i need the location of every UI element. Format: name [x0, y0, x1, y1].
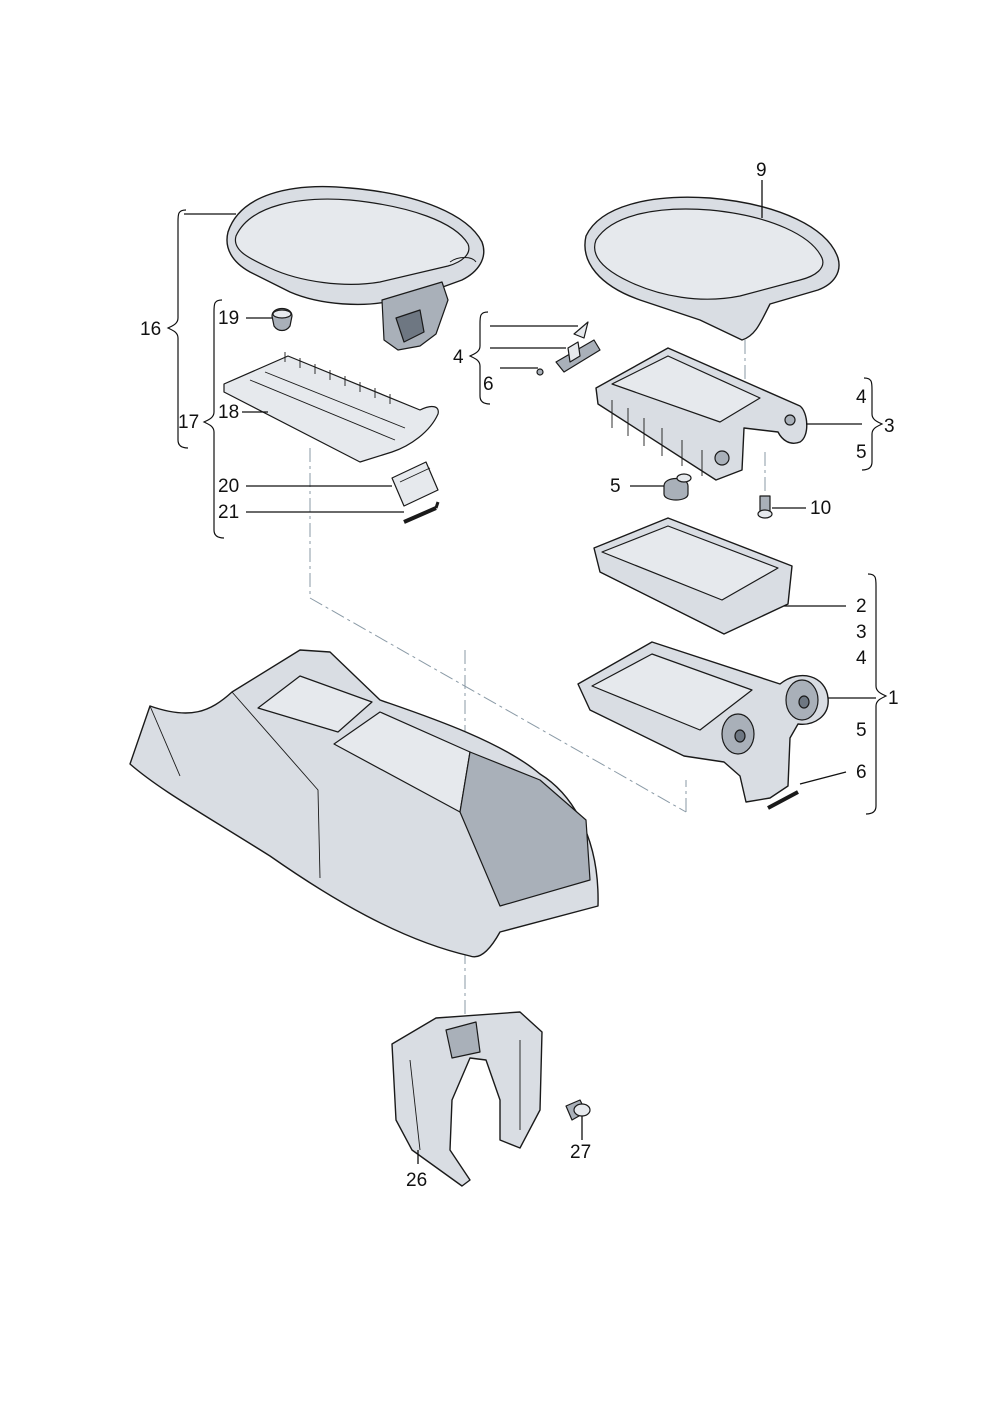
- label-20: 20: [218, 476, 239, 497]
- part-5-pin: [663, 473, 692, 501]
- label-6-base: 6: [856, 762, 867, 783]
- label-3-frame: 3: [884, 416, 895, 437]
- part-2-storage-tray: [593, 517, 793, 635]
- label-4-upper: 4: [453, 347, 464, 368]
- label-4-frame: 4: [856, 387, 867, 408]
- center-console: [129, 649, 599, 958]
- label-26: 26: [406, 1170, 427, 1191]
- label-1: 1: [888, 688, 899, 709]
- label-5-base: 5: [856, 720, 867, 741]
- part-1-armrest-base: [577, 641, 829, 803]
- label-6-upper: 6: [483, 374, 494, 395]
- label-16: 16: [140, 319, 161, 340]
- label-18: 18: [218, 402, 239, 423]
- part-6-wire-lower: [767, 790, 799, 810]
- label-9: 9: [756, 160, 767, 181]
- label-27: 27: [570, 1142, 591, 1163]
- label-19: 19: [218, 308, 239, 329]
- grouping-brackets: [166, 209, 888, 815]
- part-19-knob: [271, 307, 293, 332]
- part-26-bracket: [391, 1011, 543, 1187]
- part-16-armrest-upper: [226, 185, 485, 351]
- part-9-armrest-lid: [584, 196, 840, 341]
- part-18-cover-strip: [223, 352, 439, 463]
- part-27-screw: [565, 1099, 591, 1121]
- part-3-hinge-frame: [595, 347, 808, 481]
- label-4-base: 4: [856, 648, 867, 669]
- label-2: 2: [856, 596, 867, 617]
- label-5-pin: 5: [610, 476, 621, 497]
- part-number-labels: 9 16 17 19 18 20 21 4 6 4 3 5 5 10 2 3 4…: [140, 160, 899, 1191]
- label-10: 10: [810, 498, 831, 519]
- part-10-screw: [757, 495, 773, 519]
- label-3-base: 3: [856, 622, 867, 643]
- label-5-frame: 5: [856, 442, 867, 463]
- label-17: 17: [178, 412, 199, 433]
- part-20-clip: [391, 461, 439, 507]
- part-21-wire: [403, 501, 440, 524]
- leader-lines: [184, 180, 876, 1164]
- part-4-6-latch-parts: [536, 321, 601, 376]
- label-21: 21: [218, 502, 239, 523]
